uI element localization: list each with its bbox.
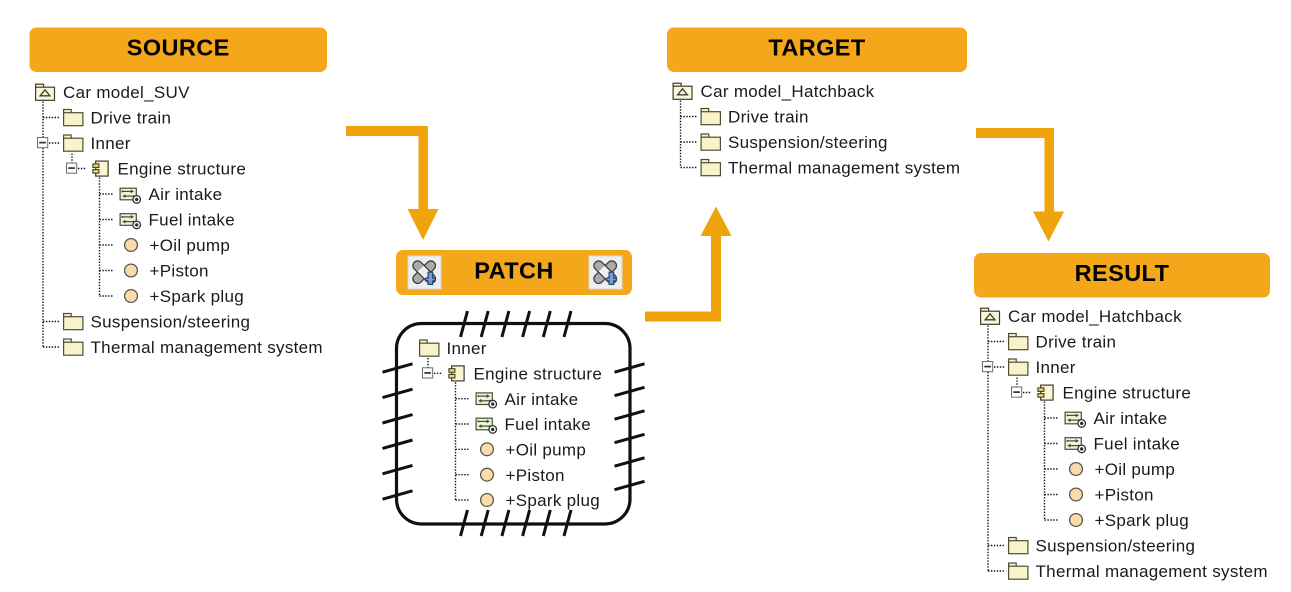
svg-text:Car model_Hatchback: Car model_Hatchback [1008, 307, 1182, 326]
svg-text:Drive train: Drive train [728, 108, 809, 127]
svg-text:Air intake: Air intake [1094, 409, 1168, 428]
svg-text:Air intake: Air intake [505, 390, 579, 409]
svg-text:+Oil pump: +Oil pump [1095, 460, 1176, 479]
svg-text:RESULT: RESULT [1075, 260, 1170, 286]
svg-text:Engine structure: Engine structure [1063, 384, 1192, 403]
svg-text:Car model_SUV: Car model_SUV [63, 83, 190, 102]
svg-text:Suspension/steering: Suspension/steering [91, 313, 251, 332]
svg-text:Drive train: Drive train [91, 109, 172, 128]
svg-text:Engine structure: Engine structure [474, 364, 603, 383]
svg-text:+Spark plug: +Spark plug [150, 287, 245, 306]
svg-text:Suspension/steering: Suspension/steering [728, 133, 888, 152]
svg-text:+Piston: +Piston [506, 466, 565, 485]
svg-text:Thermal management system: Thermal management system [1036, 562, 1268, 581]
svg-text:Suspension/steering: Suspension/steering [1036, 537, 1196, 556]
svg-text:+Spark plug: +Spark plug [1095, 511, 1190, 530]
svg-text:Air intake: Air intake [149, 185, 223, 204]
svg-text:Fuel intake: Fuel intake [505, 415, 591, 434]
svg-text:Engine structure: Engine structure [118, 160, 247, 179]
svg-text:SOURCE: SOURCE [127, 35, 230, 61]
svg-text:Thermal management system: Thermal management system [91, 338, 323, 357]
svg-text:Inner: Inner [91, 134, 131, 153]
svg-text:+Piston: +Piston [1095, 486, 1154, 505]
svg-text:Fuel intake: Fuel intake [1094, 435, 1180, 454]
svg-text:Car model_Hatchback: Car model_Hatchback [701, 82, 875, 101]
svg-text:+Piston: +Piston [150, 262, 209, 281]
svg-text:Thermal management system: Thermal management system [728, 159, 960, 178]
svg-text:Inner: Inner [1036, 358, 1076, 377]
svg-text:+Oil pump: +Oil pump [150, 236, 231, 255]
svg-text:Inner: Inner [447, 339, 487, 358]
svg-text:Drive train: Drive train [1036, 333, 1117, 352]
svg-text:+Spark plug: +Spark plug [506, 491, 601, 510]
svg-text:Fuel intake: Fuel intake [149, 211, 235, 230]
svg-text:TARGET: TARGET [768, 35, 866, 61]
svg-text:+Oil pump: +Oil pump [506, 440, 587, 459]
svg-text:PATCH: PATCH [474, 257, 553, 283]
